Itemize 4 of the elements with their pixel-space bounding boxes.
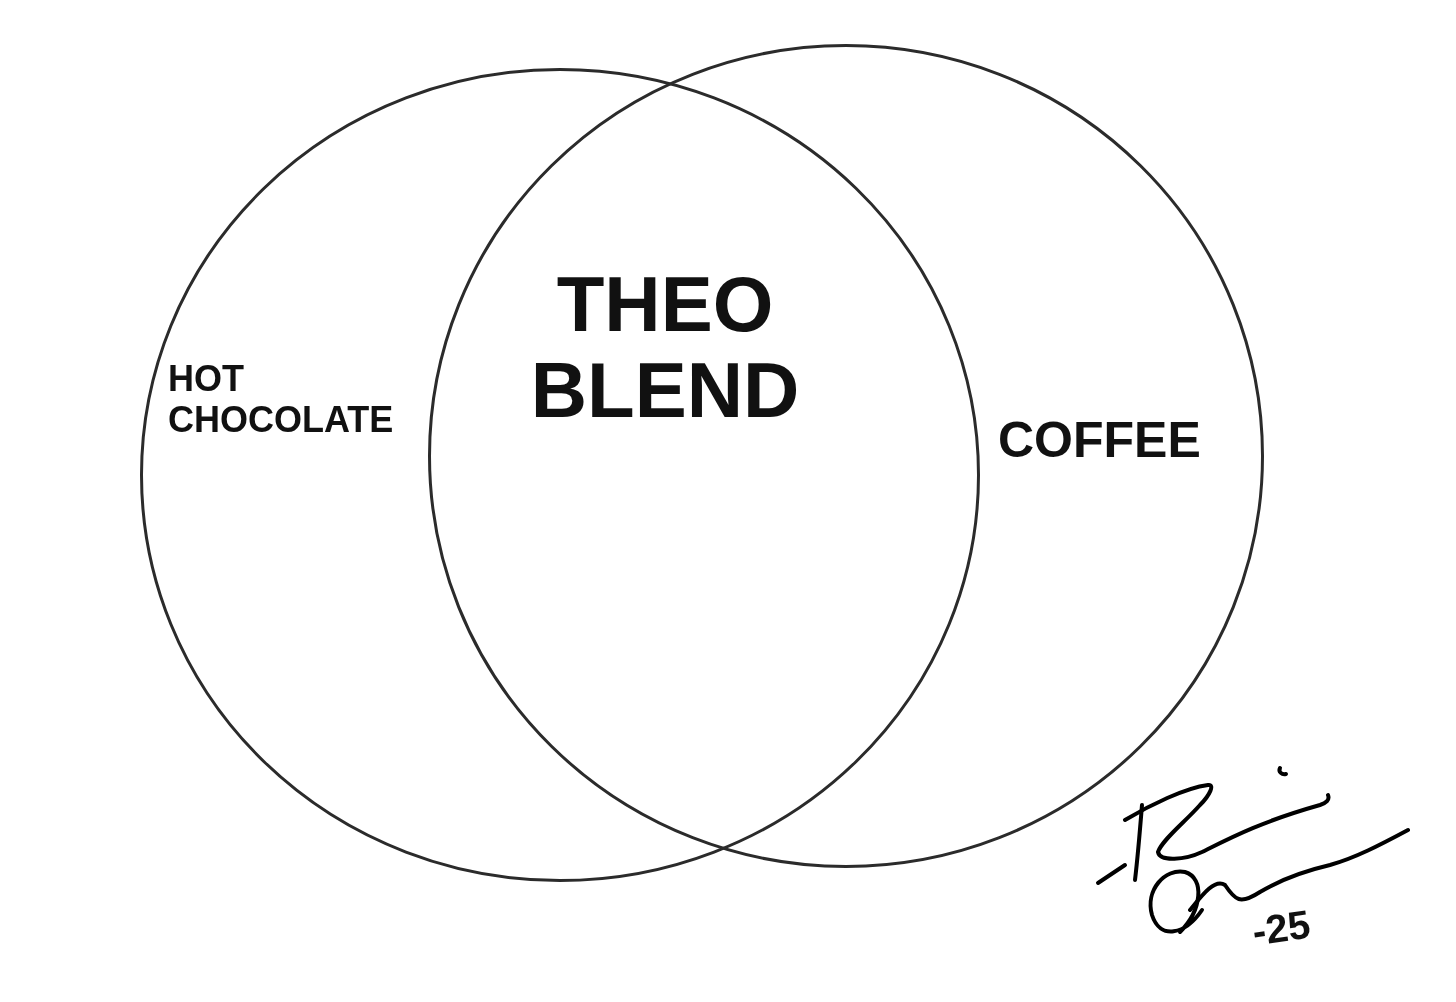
date-text: -25 <box>1249 900 1314 954</box>
circle-label: COFFEE <box>998 412 1202 470</box>
circle-label: HOT CHOCOLATE <box>168 358 395 441</box>
overlap-label: THEO BLEND <box>529 262 801 434</box>
